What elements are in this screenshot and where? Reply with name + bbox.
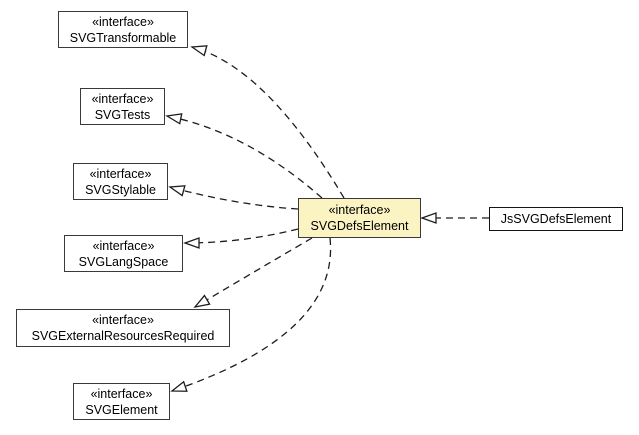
interface-box-svgtransformable[interactable]: «interface» SVGTransformable <box>58 11 188 48</box>
realization-edge-svgelement <box>170 237 332 392</box>
stereotype-label: «interface» <box>92 14 154 29</box>
class-box-jssvgdefselement[interactable]: JsSVGDefsElement <box>489 207 623 231</box>
stereotype-label: «interface» <box>90 386 153 401</box>
interface-box-svglangspace[interactable]: «interface» SVGLangSpace <box>64 235 183 272</box>
interface-box-svgelement[interactable]: «interface» SVGElement <box>73 383 170 420</box>
realization-edge-svglangspace <box>183 228 299 249</box>
stereotype-label: «interface» <box>92 313 154 327</box>
interface-box-svgdefselement-main[interactable]: «interface» SVGDefsElement <box>298 198 421 238</box>
interface-name: SVGLangSpace <box>78 254 169 269</box>
realization-edge-svgtests <box>165 113 323 199</box>
interface-name: SVGTests <box>94 107 151 122</box>
interface-name: SVGDefsElement <box>310 219 409 233</box>
stereotype-label: «interface» <box>328 203 391 217</box>
interface-name: SVGExternalResourcesRequired <box>31 329 215 343</box>
stereotype-label: «interface» <box>92 238 155 253</box>
stereotype-label: «interface» <box>91 91 154 106</box>
interface-box-svgtests[interactable]: «interface» SVGTests <box>80 88 165 125</box>
realization-edge-svgstylable <box>168 185 299 210</box>
interface-name: SVGElement <box>85 402 158 417</box>
interface-name: SVGTransformable <box>69 30 177 45</box>
interface-box-svgexternalresourcesrequired[interactable]: «interface» SVGExternalResourcesRequired <box>16 309 230 347</box>
realization-edge-svgexternalresourcesrequired <box>193 237 313 308</box>
interface-name: SVGStylable <box>85 182 156 197</box>
interface-box-svgstylable[interactable]: «interface» SVGStylable <box>73 163 168 200</box>
class-name: JsSVGDefsElement <box>500 212 612 226</box>
stereotype-label: «interface» <box>89 166 152 181</box>
realization-edge-svgtransformable <box>190 45 345 199</box>
